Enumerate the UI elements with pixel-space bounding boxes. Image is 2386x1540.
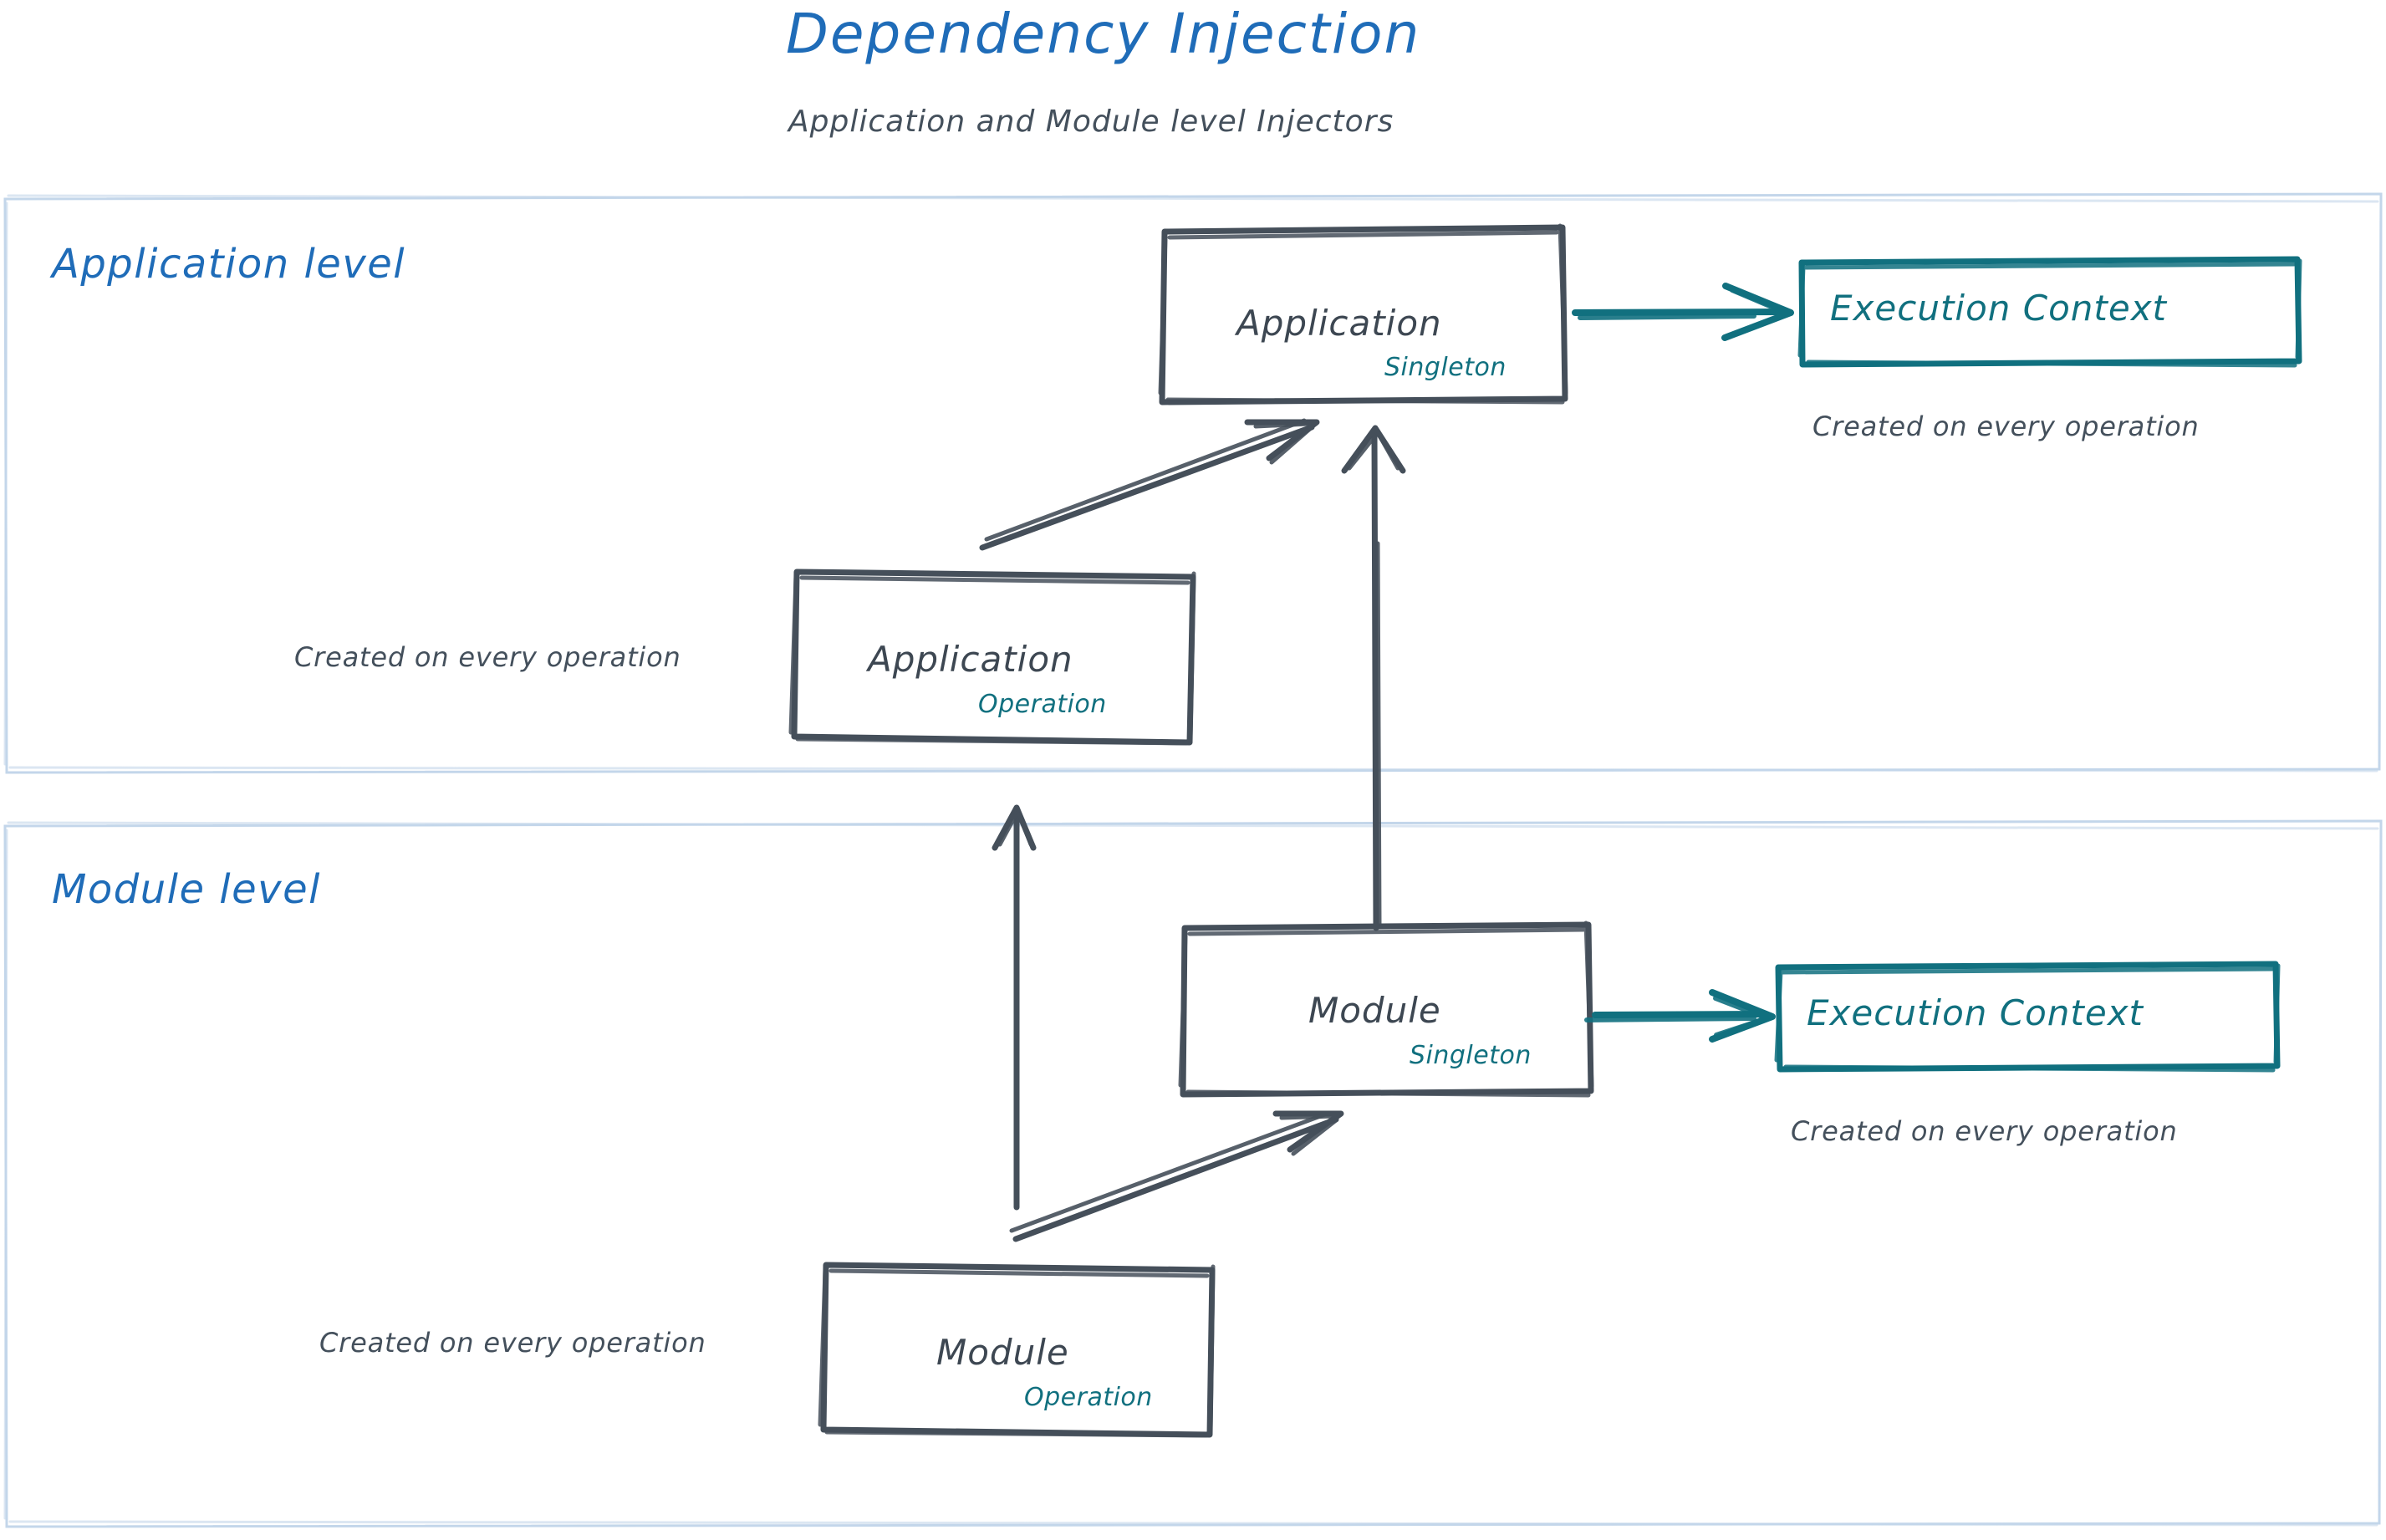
node-app-execution-context-title: Execution Context xyxy=(1830,288,2168,329)
node-module-singleton-scope: Singleton xyxy=(1410,1041,1532,1070)
node-app-operation-scope: Operation xyxy=(978,690,1107,719)
node-module-operation[interactable]: Module Operation xyxy=(823,1265,1212,1435)
node-module-singleton-title: Module xyxy=(1308,990,1441,1031)
edge-module-singleton-to-app-singleton xyxy=(1341,425,1406,931)
node-app-execution-context[interactable]: Execution Context xyxy=(1802,259,2299,365)
node-app-singleton-title: Application xyxy=(1236,303,1442,344)
edge-app-operation-to-app-singleton xyxy=(979,418,1320,551)
node-module-execution-context[interactable]: Execution Context xyxy=(1778,964,2277,1069)
node-app-singleton[interactable]: Application Singleton xyxy=(1165,227,1565,402)
edge-module-operation-to-app-operation xyxy=(992,804,1037,1211)
page-subtitle: Application and Module level Injectors xyxy=(788,105,1394,139)
edge-module-operation-to-module-singleton xyxy=(1009,1110,1344,1242)
zone-label-application-level: Application level xyxy=(52,241,406,288)
zone-label-module-level: Module level xyxy=(52,866,321,913)
note-app-operation: Created on every operation xyxy=(294,641,681,673)
note-module-execution-context: Created on every operation xyxy=(1791,1115,2178,1147)
node-app-singleton-scope: Singleton xyxy=(1384,353,1507,382)
node-module-operation-scope: Operation xyxy=(1024,1383,1153,1412)
note-module-operation: Created on every operation xyxy=(319,1327,706,1359)
node-app-operation[interactable]: Application Operation xyxy=(794,572,1193,742)
page-title: Dependency Injection xyxy=(786,2,1421,66)
node-module-operation-title: Module xyxy=(936,1332,1069,1373)
node-module-execution-context-title: Execution Context xyxy=(1807,992,2144,1033)
edge-module-singleton-to-execution-context xyxy=(1584,989,1776,1043)
node-app-operation-title: Application xyxy=(868,639,1073,680)
node-module-singleton[interactable]: Module Singleton xyxy=(1183,925,1591,1094)
note-app-execution-context: Created on every operation xyxy=(1812,410,2200,442)
edge-app-singleton-to-execution-context xyxy=(1572,283,1794,341)
